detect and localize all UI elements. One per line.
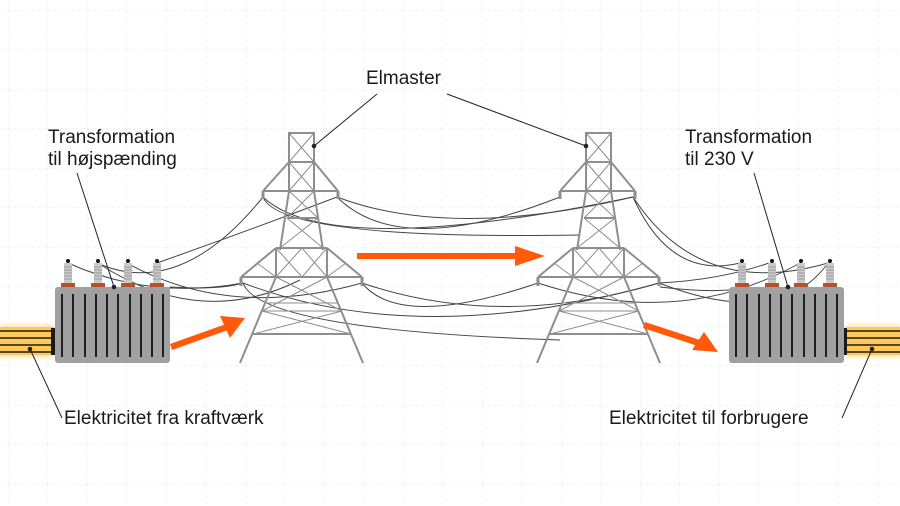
step-up-label-line-1: Transformation xyxy=(48,127,176,148)
output-cable xyxy=(843,325,900,357)
right-pylon xyxy=(536,132,661,364)
step-down-label: Transformation til 230 V xyxy=(685,127,812,171)
step-down-transformer xyxy=(729,258,844,363)
consumers-label: Elektricitet til forbrugere xyxy=(609,408,809,430)
towers-label-text: Elmaster xyxy=(366,68,441,89)
between-towers-arrow xyxy=(357,246,545,266)
input-cable xyxy=(0,325,55,357)
tower-to-transformer-arrow xyxy=(643,322,718,352)
transformer-to-tower-arrow xyxy=(170,316,245,350)
source-label-text: Elektricitet fra kraftværk xyxy=(64,408,264,429)
callout-lines xyxy=(27,93,875,419)
step-up-transformer xyxy=(55,258,170,363)
left-pylon xyxy=(239,132,364,364)
step-down-label-line-2: til 230 V xyxy=(685,149,754,170)
step-up-label-line-2: til højspænding xyxy=(48,149,177,170)
towers-label: Elmaster xyxy=(366,68,441,90)
step-up-label: Transformation til højspænding xyxy=(48,127,177,171)
consumers-label-text: Elektricitet til forbrugere xyxy=(609,408,809,429)
step-down-label-line-1: Transformation xyxy=(685,127,813,148)
source-label: Elektricitet fra kraftværk xyxy=(64,408,264,430)
